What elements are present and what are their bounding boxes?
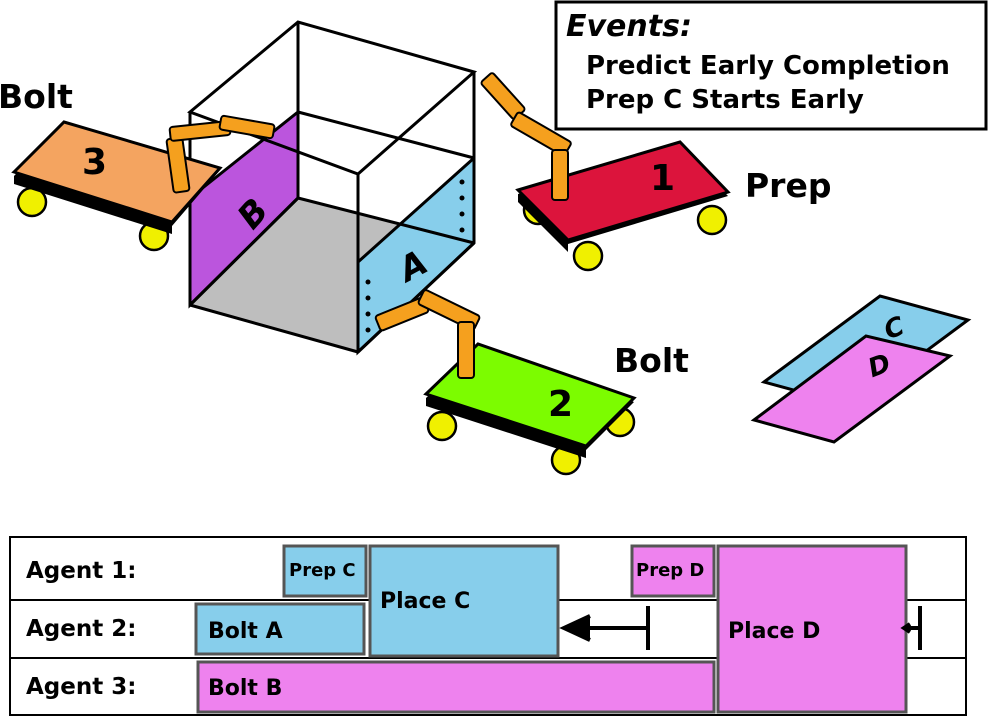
robot-3-role: Bolt: [0, 77, 73, 116]
task-prep-c: [282, 544, 368, 598]
wheel-icon: [572, 240, 604, 272]
events-box: Events: Predict Early Completion Prep C …: [554, 0, 988, 131]
cart-number: 2: [548, 384, 573, 425]
wheel-icon: [696, 204, 728, 236]
events-title: Events:: [566, 9, 692, 44]
task-label: Bolt B: [208, 676, 282, 701]
task-bolt-b: [196, 660, 716, 714]
schedule-table: Agent 1: Agent 2: Agent 3: Prep C Place …: [9, 536, 967, 716]
robot-cart-1: 1: [480, 72, 731, 272]
task-bolt-a: [194, 602, 366, 656]
robot-cart-3: 3: [11, 114, 276, 252]
task-label: Prep C: [289, 560, 356, 581]
robot-2-role: Bolt: [614, 341, 689, 380]
robot-arm: [480, 72, 572, 201]
agent-label: Agent 2:: [26, 616, 136, 642]
task-label: Place C: [380, 589, 470, 614]
robot-arm: [374, 289, 481, 379]
task-label: Place D: [728, 619, 820, 644]
task-prep-d: [630, 544, 716, 598]
assembly-box: A B: [187, 20, 478, 356]
agent-label: Agent 3:: [26, 674, 136, 700]
cart-number: 3: [82, 142, 107, 183]
robot-arm: [165, 114, 276, 194]
task-place-d: [716, 544, 908, 714]
robot-cart-2: 2: [374, 289, 637, 476]
cart-number: 1: [650, 158, 675, 199]
task-label: Prep D: [636, 560, 704, 581]
task-label: Bolt A: [208, 619, 283, 644]
event-item: Prep C Starts Early: [586, 85, 864, 115]
wheel-icon: [426, 410, 458, 442]
task-place-c: [368, 544, 560, 658]
panel-d: [750, 334, 954, 444]
agent-label: Agent 1:: [26, 558, 136, 584]
event-item: Predict Early Completion: [586, 51, 950, 81]
end-marker-icon: [900, 606, 922, 650]
loose-panels: C D: [750, 294, 972, 444]
robot-1-role: Prep: [745, 166, 831, 205]
shift-arrow-icon: [559, 606, 650, 650]
